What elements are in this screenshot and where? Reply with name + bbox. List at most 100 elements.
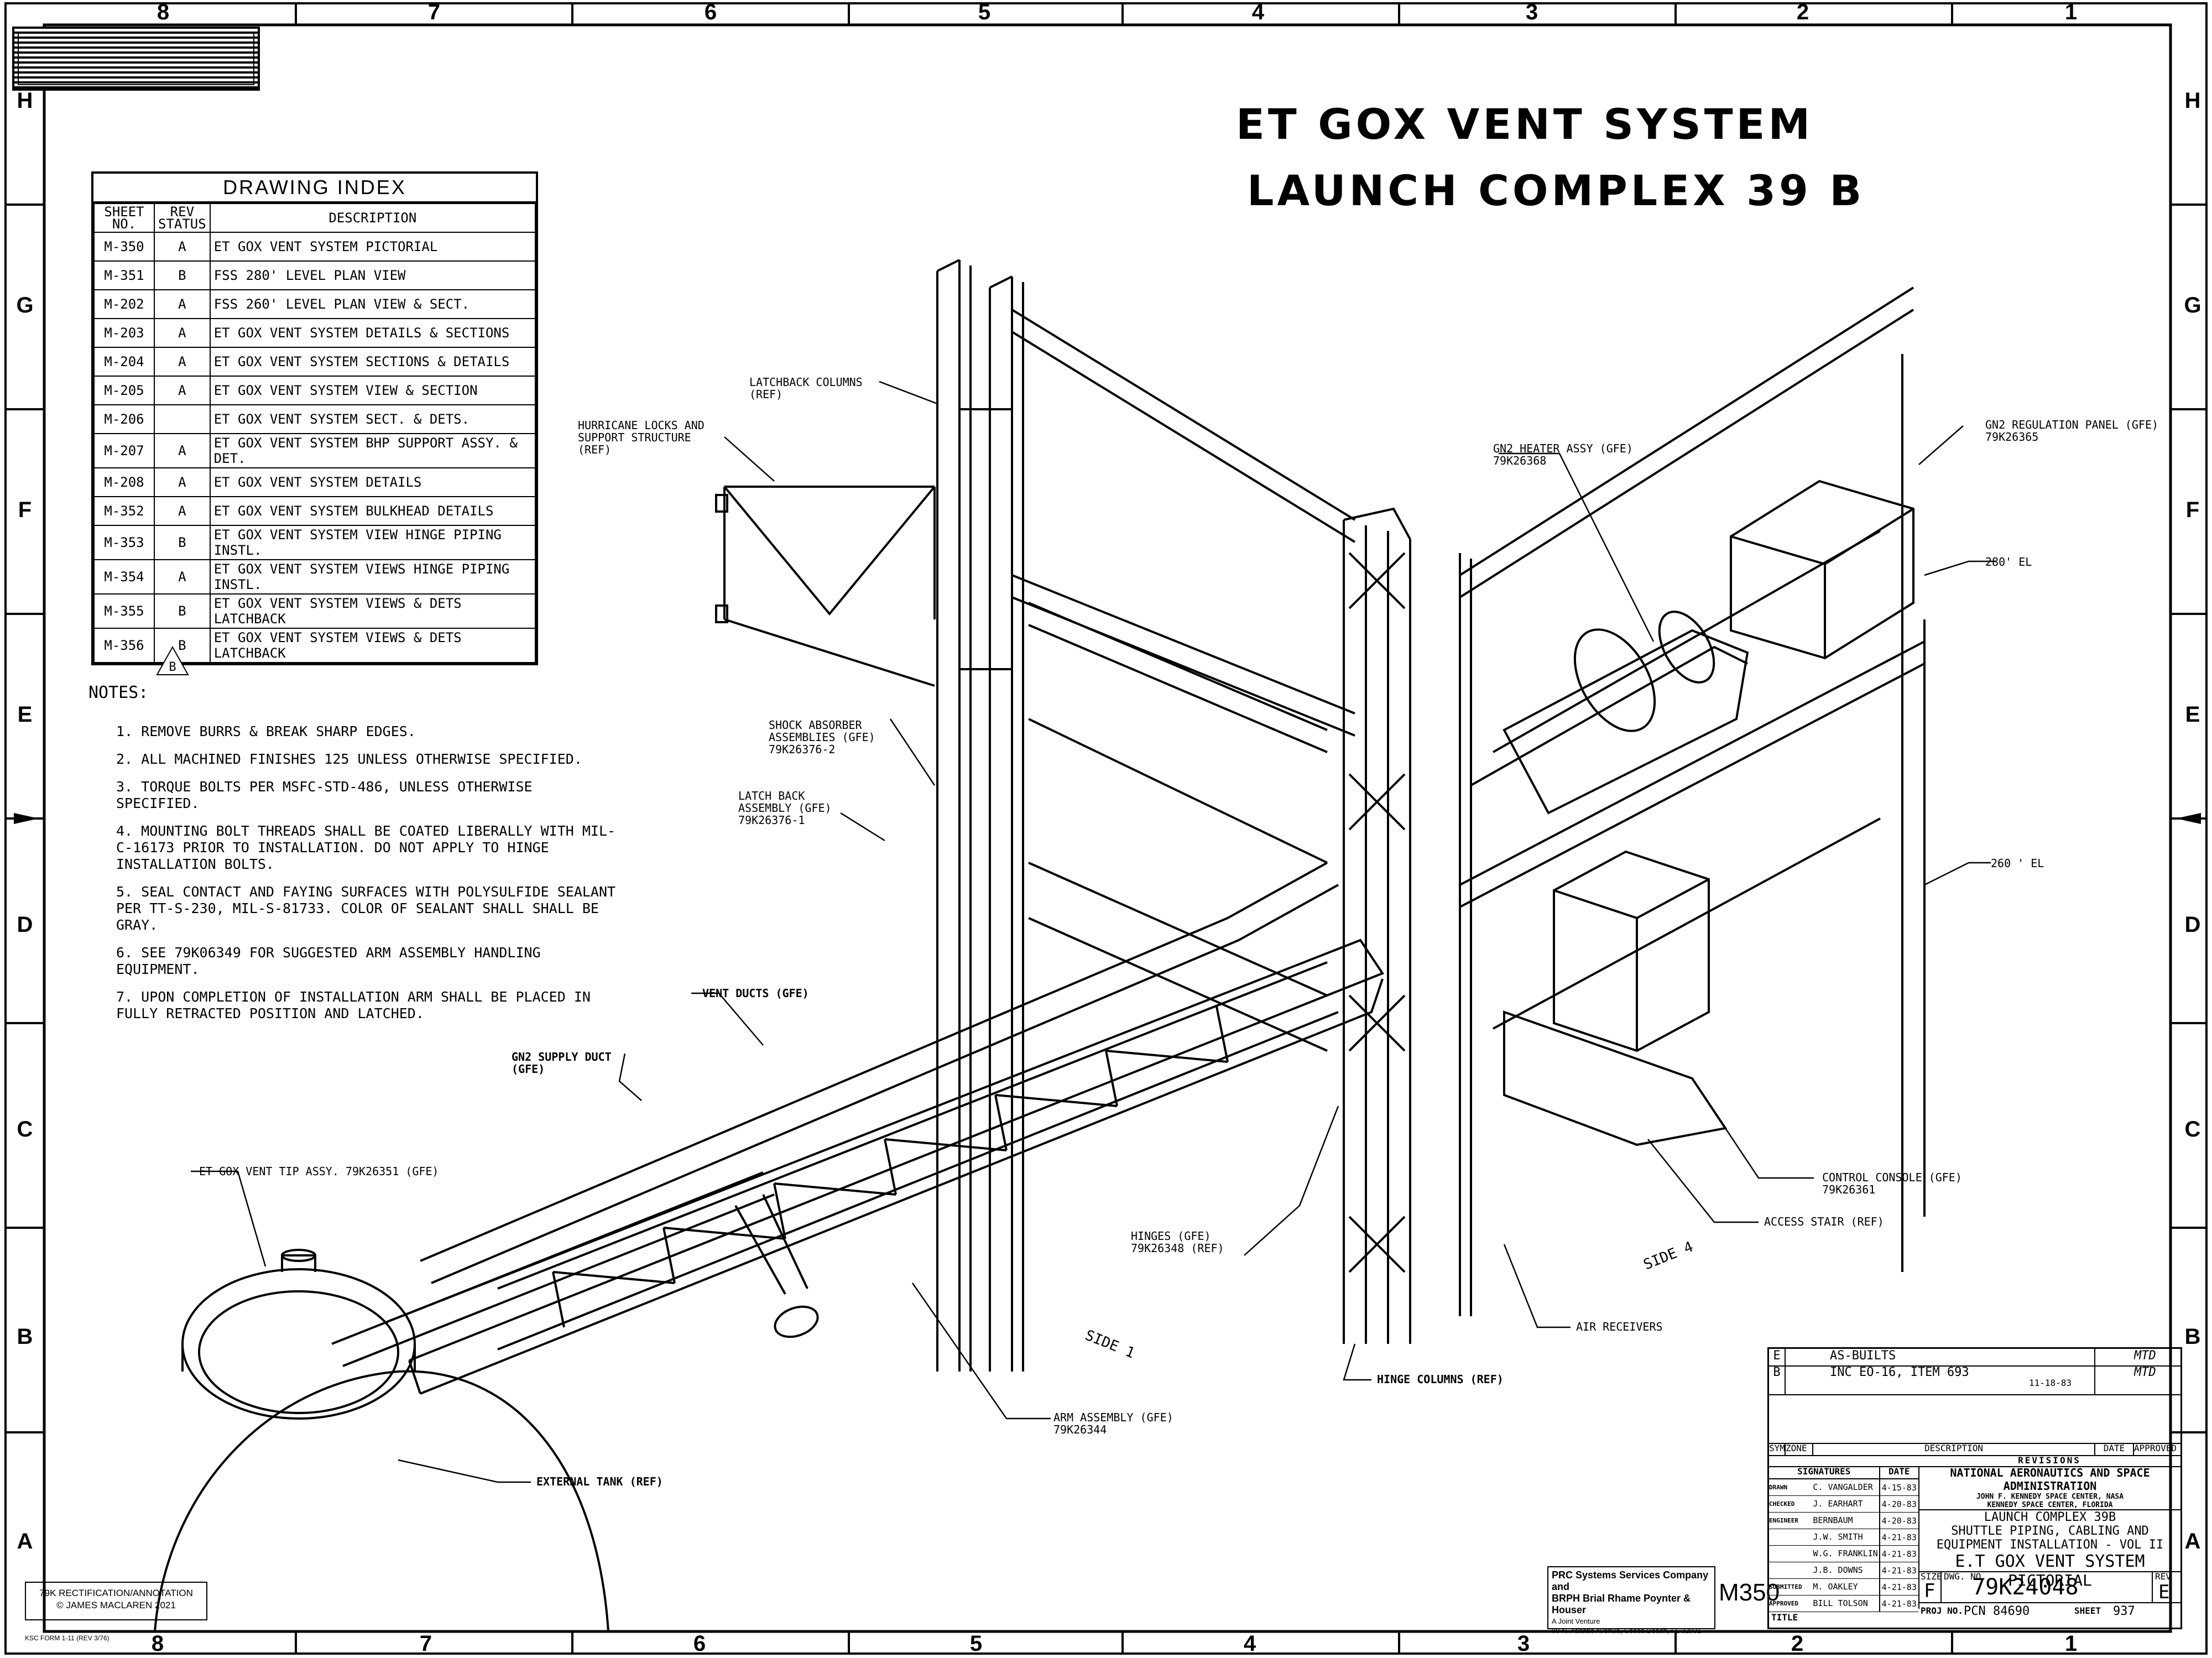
index-cell-rev: A	[154, 467, 211, 497]
callout-access-stair: ACCESS STAIR (REF)	[1764, 1215, 1884, 1228]
proj-row: PROJ NO. PCN 84690 SHEET 937	[1919, 1603, 2180, 1628]
dwg-no-row: SIZE F DWG. NO. 79K24048 REV E	[1919, 1571, 2180, 1603]
zone-row-g: G	[16, 293, 34, 317]
index-cell-rev: B	[154, 593, 211, 629]
index-cell-sheet: M-203	[93, 318, 155, 348]
index-cell-sheet: M-202	[93, 289, 155, 319]
col-header-sheet: SHEET NO.	[93, 203, 155, 233]
zone-row-b: B	[17, 1325, 33, 1349]
rev-value: E	[2158, 1581, 2170, 1603]
index-cell-rev: B	[154, 525, 211, 560]
rev-flag-text: B	[169, 660, 176, 674]
control-console	[1503, 850, 1728, 1146]
zone-col-1: 1	[2064, 0, 2078, 24]
signature-name: J. EARHART	[1813, 1496, 1880, 1512]
zone-row-c: C	[17, 1117, 33, 1141]
signatures-header: SIGNATURES	[1769, 1466, 1880, 1478]
signature-name: C. VANGALDER	[1813, 1479, 1880, 1495]
restriction-notice-box	[12, 27, 260, 91]
notes-heading: NOTES:	[88, 683, 149, 702]
callout-280-el: 280' EL	[1985, 555, 2032, 569]
zone-row-a: A	[17, 1529, 33, 1553]
zone-col-2: 2	[1796, 0, 1809, 24]
rev-row2-approved: MTD	[2134, 1365, 2156, 1379]
zone-col-7-bottom: 7	[419, 1631, 432, 1656]
prc-line3: A Joint Venture	[1552, 1617, 1600, 1625]
zone-col-1-bottom: 1	[2064, 1631, 2078, 1656]
index-cell-sheet: M-351	[93, 260, 155, 290]
zone-col-3: 3	[1525, 0, 1538, 24]
sheet-label: SHEET	[2074, 1605, 2101, 1616]
callout-gn2-regulation: GN2 REGULATION PANEL (GFE) 79K26365	[1985, 418, 2159, 444]
index-cell-desc: ET GOX VENT SYSTEM DETAILS	[209, 467, 536, 497]
signature-date: 4-21-83	[1881, 1548, 1917, 1559]
rev-header-sym: SYM	[1769, 1443, 1786, 1455]
callout-vent-ducts: VENT DUCTS (GFE)	[702, 987, 809, 1000]
external-tank-dome	[154, 1370, 609, 1632]
index-cell-rev: A	[154, 559, 211, 595]
sheet-id-label: M350	[1719, 1579, 1780, 1606]
signature-name: J.B. DOWNS	[1813, 1562, 1880, 1578]
contractor-block: PRC Systems Services Company and BRPH Br…	[1547, 1566, 1715, 1635]
signature-date: 4-20-83	[1881, 1515, 1917, 1526]
zone-row-d: D	[17, 913, 33, 937]
signature-date: 4-21-83	[1881, 1582, 1917, 1592]
signature-date: 4-21-83	[1881, 1598, 1917, 1609]
rev-row1-approved: MTD	[2134, 1349, 2156, 1363]
zone-col-6-bottom: 6	[693, 1631, 706, 1656]
note-item: 2. ALL MACHINED FINISHES 125 UNLESS OTHE…	[116, 751, 582, 767]
index-cell-rev: B	[154, 260, 211, 290]
prc-line2: BRPH Brial Rhame Poynter & Houser	[1552, 1593, 1691, 1615]
callout-et-gox-vent-tip: ET GOX VENT TIP ASSY. 79K26351 (GFE)	[199, 1165, 439, 1178]
index-cell-sheet: M-207	[93, 433, 155, 468]
signature-name: BILL TOLSON	[1813, 1596, 1880, 1612]
index-cell-desc: ET GOX VENT SYSTEM VIEW HINGE PIPING INS…	[209, 525, 536, 560]
index-cell-rev: A	[154, 496, 211, 526]
hurricane-lock-truss	[715, 486, 936, 687]
index-cell-rev: A	[154, 318, 211, 348]
index-cell-rev: A	[154, 232, 211, 262]
size-value: F	[1924, 1580, 1936, 1602]
index-cell-sheet: M-353	[93, 525, 155, 560]
leader-lines	[191, 380, 1996, 1483]
proj-no-label: PROJ NO.	[1921, 1605, 1964, 1616]
note-item: 7. UPON COMPLETION OF INSTALLATION ARM S…	[116, 989, 591, 1021]
project-line2: SHUTTLE PIPING, CABLING AND	[1951, 1524, 2149, 1538]
rev-header-date: DATE	[2095, 1443, 2134, 1455]
dwg-no-value: 79K24048	[1972, 1574, 2079, 1600]
zone-row-c-right: C	[2184, 1117, 2201, 1141]
zone-col-5: 5	[978, 0, 991, 24]
size-label: SIZE	[1921, 1571, 1942, 1582]
callout-arm-assembly: ARM ASSEMBLY (GFE) 79K26344	[1053, 1411, 1173, 1436]
index-cell-desc: ET GOX VENT SYSTEM VIEWS & DETS LATCHBAC…	[209, 628, 536, 663]
title-block: E AS-BUILTS MTD B INC EO-16, ITEM 693 11…	[1767, 1347, 2182, 1629]
zone-row-f-right: F	[2185, 498, 2200, 522]
vent-tip-assembly	[181, 1249, 416, 1420]
notes-section: NOTES: 1. REMOVE BURRS & BREAK SHARP EDG…	[88, 685, 619, 1033]
index-cell-sheet: M-352	[93, 496, 155, 526]
zone-col-2-bottom: 2	[1791, 1631, 1804, 1656]
signature-role: APPROVED	[1769, 1600, 1798, 1607]
drawing-index-table: DRAWING INDEX SHEET NO. REV STATUS DESCR…	[91, 171, 538, 665]
sheet-value: 937	[2113, 1604, 2135, 1618]
index-cell-desc: ET GOX VENT SYSTEM BULKHEAD DETAILS	[209, 496, 536, 526]
callout-260-el: 260 ' EL	[1991, 857, 2044, 870]
drawing-title-block-line1: E.T GOX VENT SYSTEM	[1955, 1552, 2145, 1571]
zone-col-6: 6	[704, 0, 717, 24]
rev-header-desc: DESCRIPTION	[1813, 1443, 2095, 1455]
